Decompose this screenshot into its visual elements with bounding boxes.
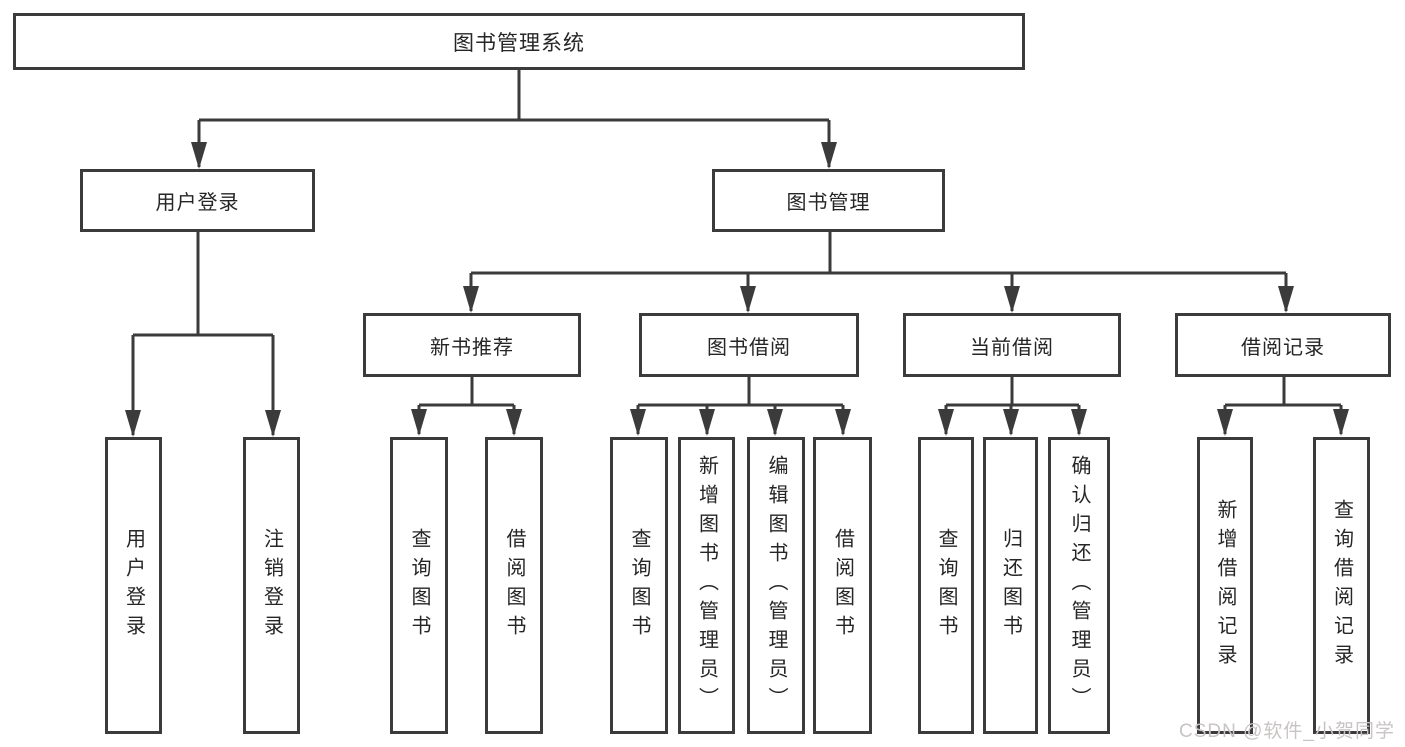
- leaf-add-borrow-record: 新增借阅记录: [1197, 437, 1253, 734]
- leaf-add-borrow-record-label: 新增借阅记录: [1214, 498, 1236, 673]
- node-borrowing-records-label: 借阅记录: [1241, 336, 1325, 359]
- leaf-add-books-admin-label: 新增图书（管理员）: [695, 455, 718, 716]
- leaf-edit-books-admin-label: 编辑图书（管理员）: [765, 455, 787, 716]
- node-new-book-recommend: 新书推荐: [363, 313, 581, 377]
- node-new-book-recommend-label: 新书推荐: [430, 336, 514, 359]
- leaf-logout: 注销登录: [243, 437, 300, 734]
- leaf-confirm-return-admin: 确认归还（管理员）: [1048, 437, 1110, 734]
- leaf-borrowing-borrow-books-label: 借阅图书: [831, 527, 854, 644]
- node-book-borrowing-label: 图书借阅: [707, 336, 791, 359]
- watermark: CSDN @软件_小贺同学: [1179, 721, 1395, 742]
- leaf-edit-books-admin: 编辑图书（管理员）: [747, 437, 805, 734]
- node-book-borrowing: 图书借阅: [639, 313, 859, 377]
- leaf-confirm-return-admin-label: 确认归还（管理员）: [1068, 455, 1090, 716]
- leaf-query-borrow-record: 查询借阅记录: [1313, 437, 1370, 734]
- node-borrowing-records: 借阅记录: [1175, 313, 1391, 377]
- leaf-return-books: 归还图书: [983, 437, 1038, 734]
- leaf-current-query-books: 查询图书: [918, 437, 974, 734]
- node-root: 图书管理系统: [13, 13, 1025, 70]
- leaf-current-query-books-label: 查询图书: [935, 527, 957, 644]
- node-book-management-label: 图书管理: [786, 192, 871, 214]
- leaf-user-login: 用户登录: [105, 437, 162, 734]
- leaf-logout-label: 注销登录: [260, 527, 283, 644]
- leaf-borrowing-query-books: 查询图书: [610, 437, 668, 734]
- node-root-label: 图书管理系统: [453, 31, 585, 55]
- node-user-login-label: 用户登录: [155, 192, 240, 214]
- leaf-recommend-borrow-books-label: 借阅图书: [503, 527, 525, 644]
- leaf-query-borrow-record-label: 查询借阅记录: [1330, 498, 1353, 673]
- leaf-borrowing-query-books-label: 查询图书: [628, 527, 650, 644]
- node-current-borrowing: 当前借阅: [903, 313, 1121, 377]
- node-book-management: 图书管理: [712, 169, 945, 232]
- leaf-return-books-label: 归还图书: [999, 527, 1022, 644]
- leaf-add-books-admin: 新增图书（管理员）: [678, 437, 735, 734]
- leaf-borrowing-borrow-books: 借阅图书: [813, 437, 872, 734]
- leaf-recommend-query-books-label: 查询图书: [408, 527, 430, 644]
- leaf-recommend-borrow-books: 借阅图书: [485, 437, 543, 734]
- node-user-login: 用户登录: [80, 169, 315, 232]
- leaf-user-login-label: 用户登录: [122, 527, 145, 644]
- node-current-borrowing-label: 当前借阅: [970, 336, 1054, 359]
- leaf-recommend-query-books: 查询图书: [390, 437, 448, 734]
